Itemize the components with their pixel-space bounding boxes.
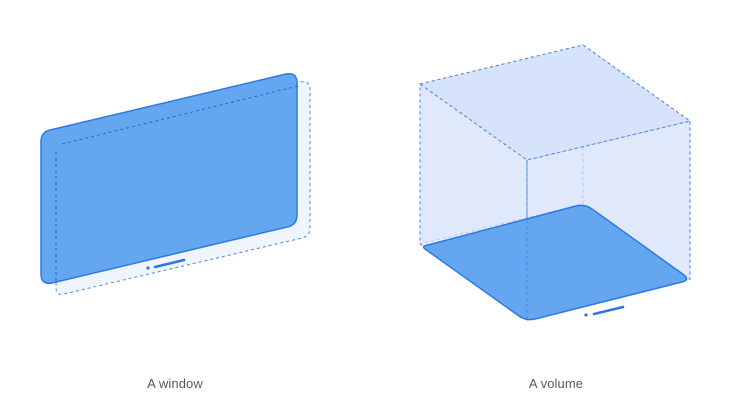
window-grab-bar-icon[interactable] [146,258,186,270]
window-panel-icon [40,72,311,295]
window-caption: A window [147,376,203,391]
window-inner-contour [61,85,299,145]
volume-grab-bar-icon[interactable] [584,305,625,317]
volume-top-face [418,44,692,161]
volume-caption: A volume [528,376,584,391]
volume-cube-icon [418,44,692,321]
volume-floor [422,204,688,321]
window-front-panel [40,72,298,285]
